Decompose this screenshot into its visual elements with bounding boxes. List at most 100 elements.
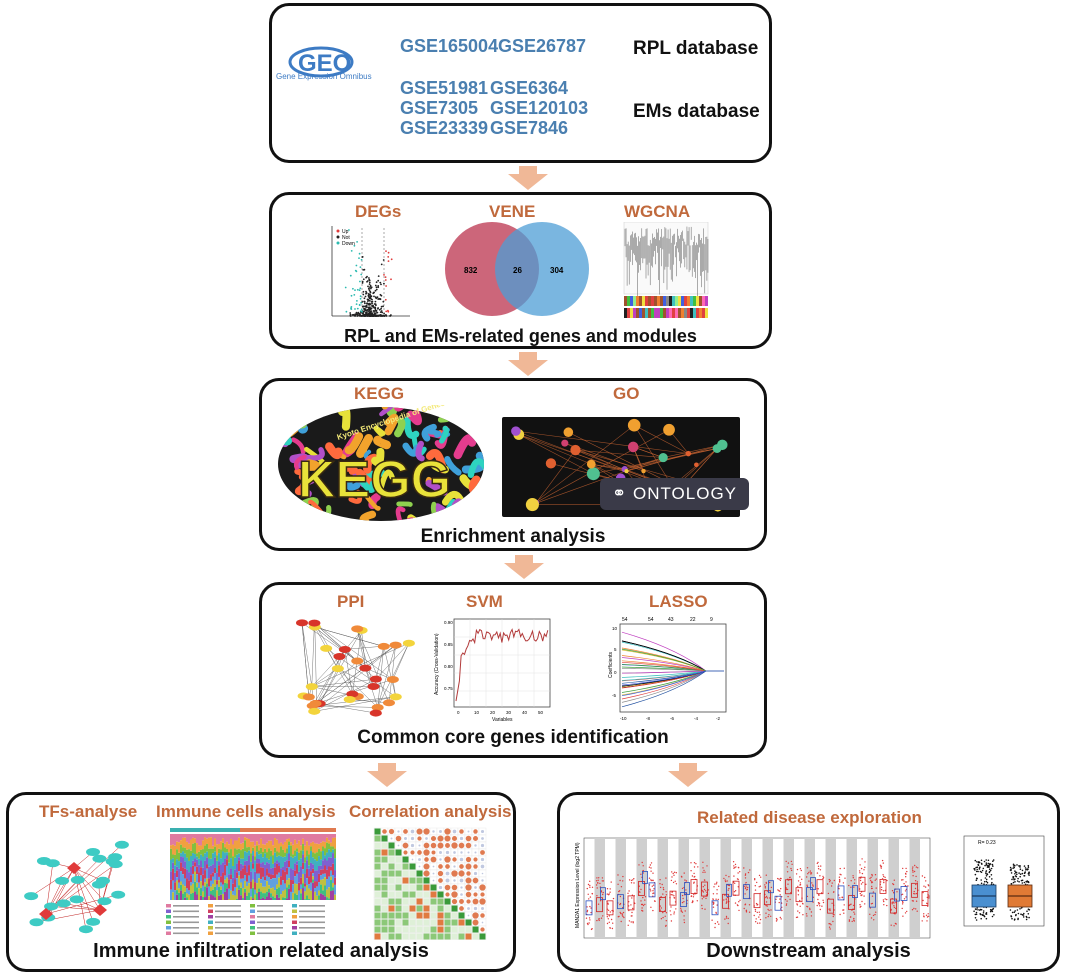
wgcna-title: WGCNA — [624, 202, 691, 221]
svm-xtick-5: 40 — [522, 710, 528, 715]
ppi-network — [285, 614, 425, 722]
venn-graphic: 832 26 304 — [445, 222, 589, 316]
rpl-id-2: GSE26787 — [498, 36, 587, 56]
svm-plot-graphic: Accuracy (Cross-Validation) Variables 0.… — [434, 618, 551, 723]
immune-stacked-bars — [160, 828, 342, 938]
svm-title: SVM — [466, 592, 503, 611]
lasso-top-4: 22 — [690, 617, 696, 623]
disease-exploration-title: Related disease exploration — [697, 808, 922, 827]
lasso-plot: 54 54 43 22 9 10 5 0 -5 Coefficients -10… — [606, 614, 730, 726]
svm-xtick-3: 20 — [490, 710, 496, 715]
lasso-ytick-2: 5 — [614, 647, 617, 652]
immune-bars-graphic — [166, 828, 336, 935]
ems-database-label: EMs database — [633, 101, 760, 122]
kegg-logo-graphic: KEGG Kyoto Encyclopedia of Genes and Gen… — [278, 381, 499, 521]
genes-modules-caption: RPL and EMs-related genes and modules — [344, 326, 697, 346]
lasso-xtick-2: -8 — [646, 716, 650, 721]
venn-diagram: 832 26 304 — [432, 220, 592, 320]
share-icon: ⚭ — [612, 484, 628, 503]
volcano-plot: Up Not Down — [330, 224, 412, 320]
lasso-xtick-4: -4 — [694, 716, 698, 721]
tf-network — [20, 826, 138, 938]
correlation-title: Correlation analysis — [349, 802, 512, 821]
degs-title: DEGs — [355, 202, 402, 221]
ems-id-3: GSE7305 — [400, 98, 479, 118]
lasso-ylabel: Coefficients — [608, 651, 614, 678]
pan-cancer-boxplot: MAN2A1 Expression Level (log2 TPM) — [574, 836, 934, 944]
go-title: GO — [613, 384, 640, 403]
flow-arrow-2 — [508, 352, 548, 376]
rpl-database-label: RPL database — [633, 38, 759, 59]
svm-xlabel: Variables — [492, 717, 513, 723]
lasso-xtick-1: -10 — [620, 716, 627, 721]
svm-ytick-3: 0.80 — [444, 664, 453, 669]
venn-right-count: 304 — [550, 266, 564, 275]
lasso-top-2: 54 — [648, 617, 654, 623]
svm-xtick-6: 50 — [538, 710, 544, 715]
geo-logo-icon: GEO — [288, 46, 354, 78]
ems-id-4: GSE120103 — [490, 98, 589, 118]
geo-panel — [269, 3, 772, 163]
tfs-title: TFs-analyse — [39, 802, 138, 821]
geo-logo: GEO — [284, 44, 364, 92]
geo-logo-subtitle: Gene Expression Omnibus — [276, 72, 372, 81]
wgcna-graphic — [623, 221, 709, 318]
svm-xtick-4: 30 — [506, 710, 512, 715]
lasso-title: LASSO — [649, 592, 708, 611]
tf-network-graphic — [24, 840, 129, 934]
lasso-plot-graphic: 54 54 43 22 9 10 5 0 -5 Coefficients -10… — [608, 617, 727, 721]
svm-xtick-2: 10 — [474, 710, 480, 715]
ontology-label: ONTOLOGY — [632, 484, 738, 503]
pan-cancer-graphic: MAN2A1 Expression Level (log2 TPM) — [575, 837, 931, 939]
lasso-xtick-3: -6 — [670, 716, 674, 721]
ems-id-2: GSE6364 — [490, 78, 569, 98]
lasso-top-1: 54 — [622, 617, 628, 623]
ems-id-6: GSE7846 — [490, 118, 569, 138]
group-r-value: R= 0.23 — [978, 840, 996, 846]
svm-ylabel: Accuracy (Cross-Validation) — [434, 633, 440, 695]
svm-ytick-1: 0.90 — [444, 620, 453, 625]
lasso-ytick-1: 10 — [612, 626, 618, 631]
volcano-legend-not: Not — [342, 235, 350, 241]
svm-ytick-4: 0.75 — [444, 686, 453, 691]
volcano-plot-graphic: Up Not Down — [331, 226, 410, 317]
pan-cancer-ylabel: MAN2A1 Expression Level (log2 TPM) — [575, 842, 581, 928]
geo-logo-text: GEO — [298, 50, 351, 77]
group-boxplot-graphic: R= 0.23 — [963, 835, 1045, 927]
venn-mid-count: 26 — [513, 266, 522, 275]
lasso-ytick-3: 0 — [614, 670, 617, 675]
kegg-logo: KEGG Kyoto Encyclopedia of Genes and Gen… — [276, 381, 499, 523]
svm-ytick-2: 0.85 — [444, 642, 453, 647]
volcano-legend-up: Up — [342, 229, 349, 235]
flow-arrow-5 — [668, 763, 708, 787]
immune-caption: Immune infiltration related analysis — [93, 940, 429, 962]
group-boxplot: R= 0.23 — [954, 830, 1046, 932]
core-genes-caption: Common core genes identification — [357, 727, 669, 748]
correlation-graphic — [373, 827, 487, 941]
flow-arrow-3 — [504, 555, 544, 579]
ontology-badge: ⚭ ONTOLOGY — [600, 478, 750, 510]
lasso-ytick-4: -5 — [612, 693, 616, 698]
kegg-logo-text: KEGG — [298, 451, 451, 509]
ppi-network-graphic — [296, 619, 415, 717]
vene-title: VENE — [489, 202, 536, 221]
venn-left-count: 832 — [464, 266, 478, 275]
lasso-top-3: 43 — [668, 617, 674, 623]
svm-plot: Accuracy (Cross-Validation) Variables 0.… — [432, 615, 556, 725]
ems-id-5: GSE23339 — [400, 118, 489, 138]
ppi-title: PPI — [337, 592, 365, 611]
lasso-top-5: 9 — [710, 617, 713, 623]
flow-arrow-4 — [367, 763, 407, 787]
svm-xtick-1: 0 — [457, 710, 460, 715]
correlation-matrix — [370, 826, 510, 941]
immune-cells-title: Immune cells analysis — [156, 802, 336, 821]
downstream-caption: Downstream analysis — [706, 940, 911, 962]
rpl-id-1: GSE165004 — [400, 36, 499, 56]
wgcna-dendrogram — [610, 221, 710, 322]
flow-arrow-1 — [508, 166, 548, 190]
volcano-legend-down: Down — [342, 241, 355, 247]
ems-id-1: GSE51981 — [400, 78, 489, 98]
enrichment-caption: Enrichment analysis — [420, 526, 606, 547]
lasso-xtick-5: -2 — [716, 716, 720, 721]
kegg-title: KEGG — [354, 384, 405, 403]
